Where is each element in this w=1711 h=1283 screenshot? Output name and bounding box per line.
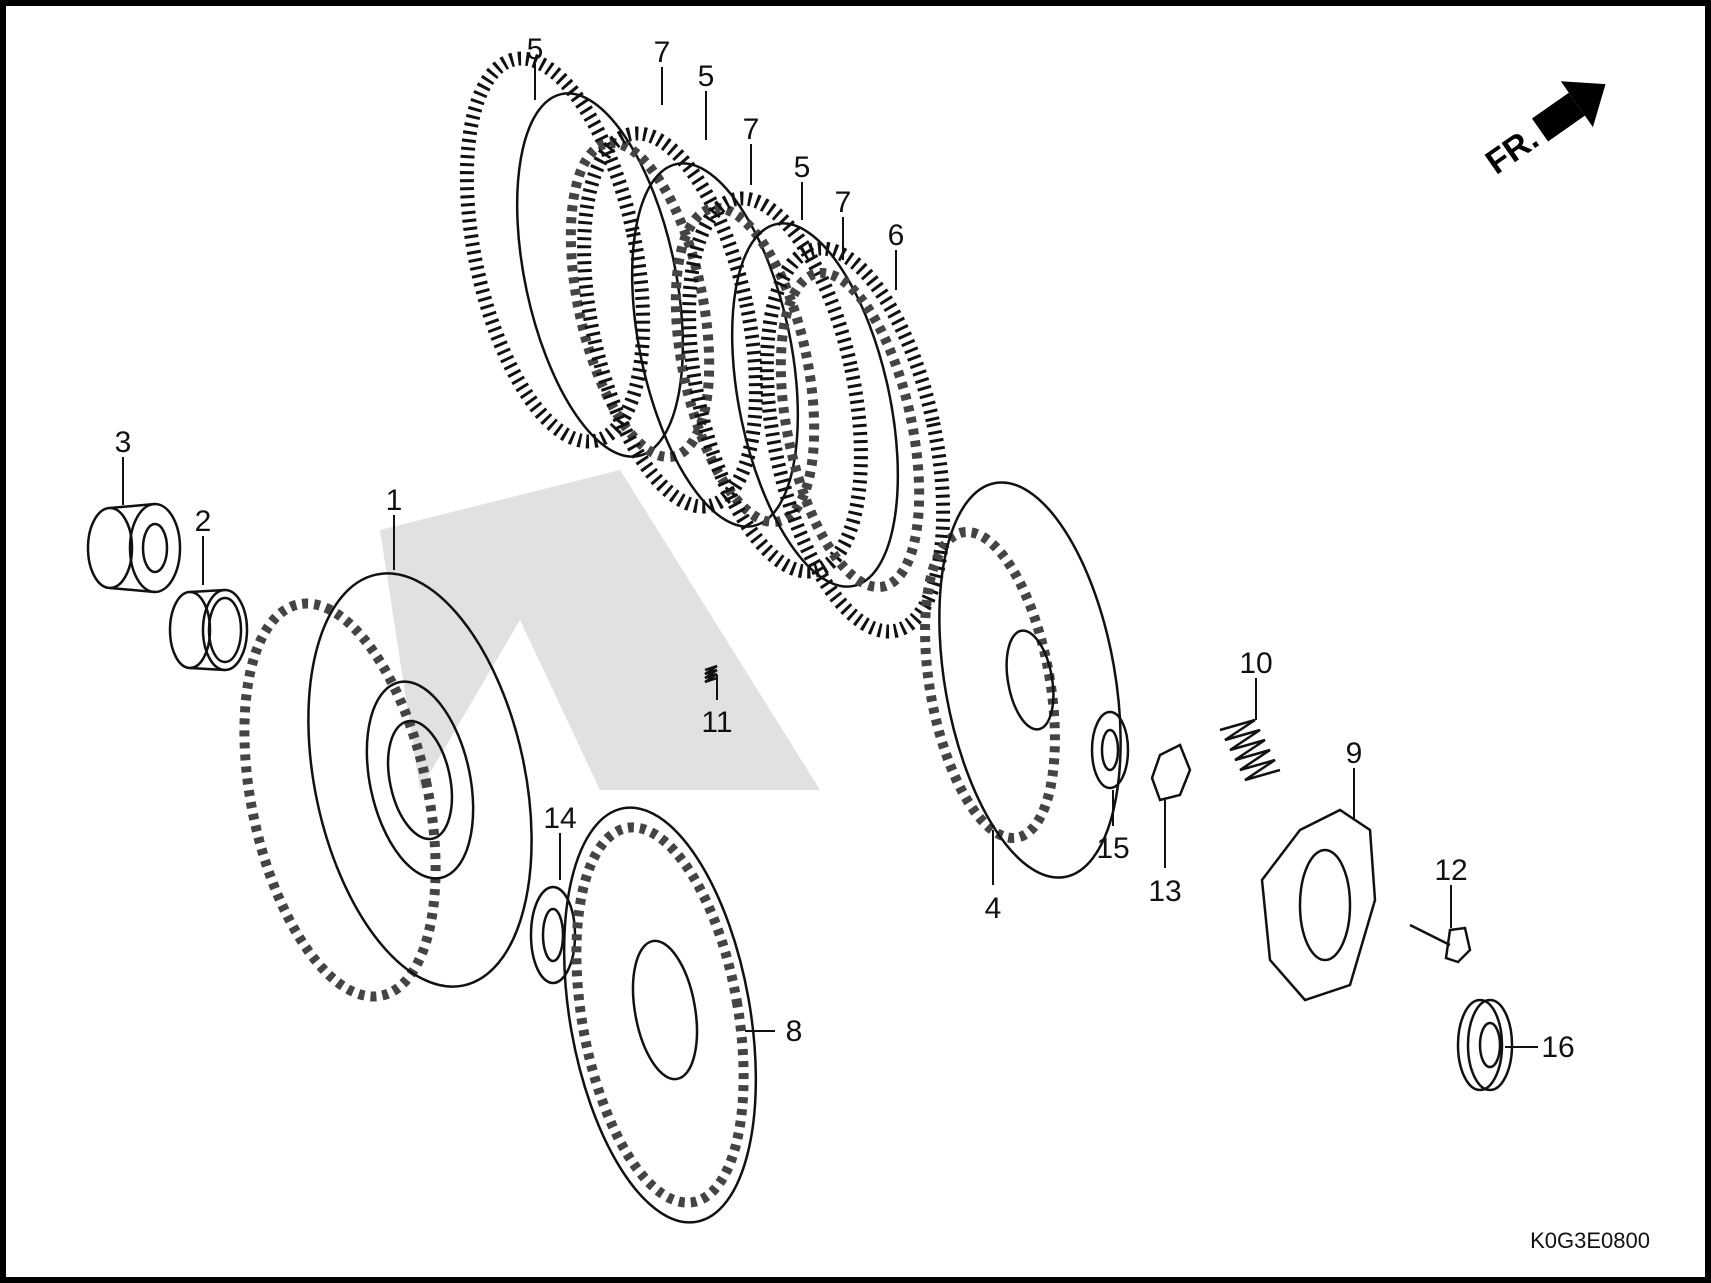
callout-5: 5: [698, 60, 715, 93]
callout-15: 15: [1096, 832, 1129, 865]
bolt: [1409, 923, 1472, 964]
callout-4: 4: [985, 892, 1002, 925]
spring-11: [704, 664, 718, 684]
lock-nut: [1150, 743, 1192, 802]
callout-10: 10: [1239, 647, 1272, 680]
callout-1: 1: [386, 484, 403, 517]
front-arrow-icon: FR.: [1479, 81, 1606, 182]
clutch-outer: [239, 572, 533, 1002]
callout-2: 2: [195, 505, 212, 538]
callout-3: 3: [115, 426, 132, 459]
clutch-center: [920, 481, 1122, 879]
callout-14: 14: [543, 802, 576, 835]
washer-15: [1090, 710, 1130, 790]
callout-13: 13: [1148, 875, 1181, 908]
callout-16: 16: [1541, 1031, 1574, 1064]
callout-7: 7: [835, 186, 852, 219]
direction-label: FR.: [1479, 119, 1546, 182]
clutch-plates: [459, 51, 951, 639]
watermark-logo: [380, 470, 820, 790]
callout-5: 5: [527, 33, 544, 66]
callout-5: 5: [794, 151, 811, 184]
callout-7: 7: [743, 113, 760, 146]
pressure-plate: [562, 806, 758, 1224]
callout-8: 8: [786, 1015, 803, 1048]
callout-7: 7: [654, 36, 671, 69]
callout-6: 6: [888, 219, 905, 252]
callout-11: 11: [701, 706, 732, 739]
leader-lines: [122, 64, 1538, 1048]
callouts: 5 7 5 7 5 7 6 3 2 1 11 10 9 14 15 13 4 1…: [115, 33, 1575, 1064]
clutch-spring: [1219, 718, 1281, 782]
diagram-code: K0G3E0800: [1530, 1228, 1650, 1253]
callout-12: 12: [1434, 854, 1467, 887]
bearing-part: [86, 502, 182, 594]
collar-part: [168, 588, 249, 672]
callout-9: 9: [1346, 737, 1363, 770]
bearing-16: [1456, 998, 1514, 1092]
lifter-plate: [1260, 808, 1377, 1002]
